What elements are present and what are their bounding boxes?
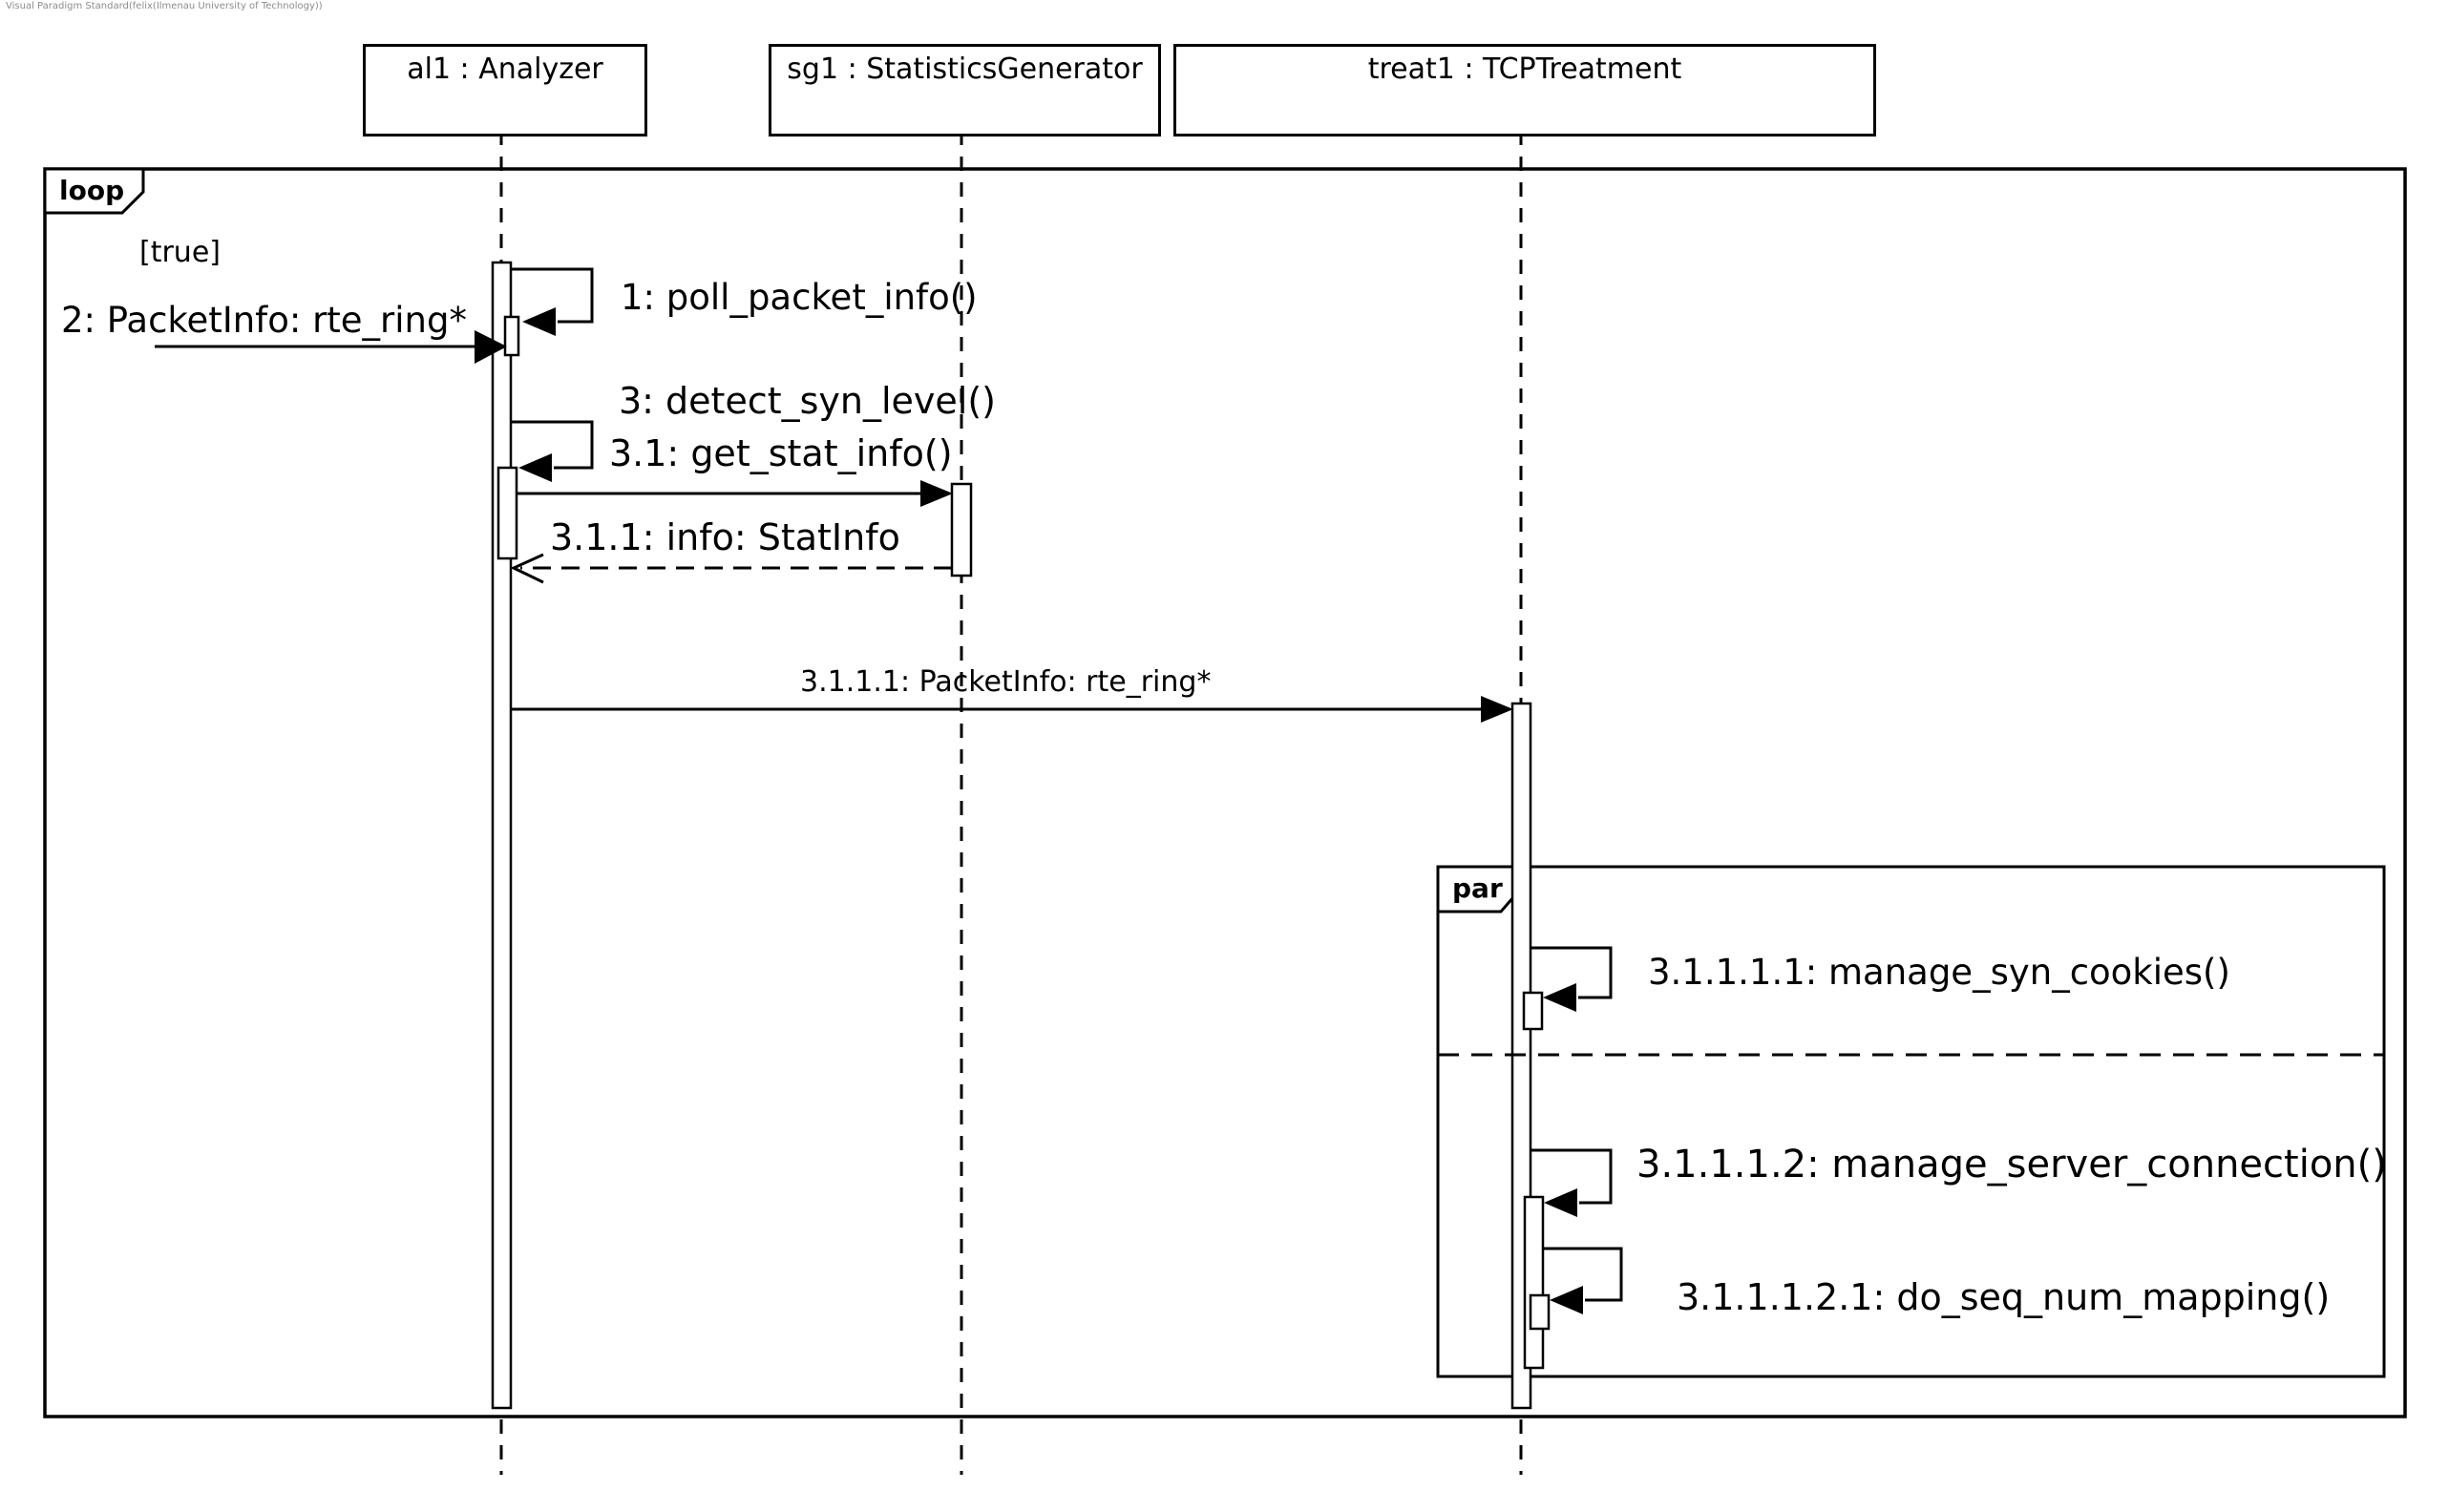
- lifeline-head-sg1: sg1 : StatisticsGenerator: [769, 44, 1161, 136]
- message-label-3-1-1-1: 3.1.1.1: PacketInfo: rte_ring*: [800, 665, 1212, 699]
- message-label-1: 1: poll_packet_info(): [621, 277, 978, 318]
- message-line-3-1-1-1-2-1: [1543, 1247, 1623, 1302]
- message-label-3-1: 3.1: get_stat_info(): [609, 432, 953, 474]
- message-line-3-1-1-1-1: [1531, 946, 1613, 999]
- message-label-3: 3: detect_syn_level(): [619, 380, 997, 422]
- loop-operator-label: loop: [59, 175, 125, 206]
- lifeline-label-treat1: treat1 : TCPTreatment: [1367, 52, 1682, 86]
- activation-treat1-syn-cookies: [1522, 991, 1544, 1031]
- message-line-3: [511, 420, 594, 470]
- message-label-3-1-1-1-1: 3.1.1.1.1: manage_syn_cookies(): [1648, 952, 2230, 993]
- message-arrowhead-3-1: [920, 480, 953, 507]
- par-operator-label: par: [1452, 872, 1503, 904]
- lifeline-head-treat1: treat1 : TCPTreatment: [1173, 44, 1876, 136]
- lifeline-label-al1: al1 : Analyzer: [407, 52, 603, 86]
- message-arrowhead-3-1-1-1-2-1: [1550, 1286, 1583, 1314]
- par-operator-pentagon: [1436, 865, 1522, 914]
- watermark: Visual Paradigm Standard(felix(Ilmenau U…: [6, 1, 323, 11]
- loop-frame: [43, 167, 2407, 1418]
- par-frame: [1436, 865, 2386, 1378]
- activation-treat1-seq-num-mapping: [1529, 1293, 1551, 1331]
- loop-operator-pentagon: [43, 167, 145, 215]
- lifeline-head-al1: al1 : Analyzer: [363, 44, 647, 136]
- message-arrowhead-3: [518, 453, 552, 482]
- message-label-3-1-1-1-2: 3.1.1.1.2: manage_server_connection(): [1636, 1143, 2387, 1186]
- message-arrowhead-2: [475, 330, 507, 364]
- message-label-3-1-1-1-2-1: 3.1.1.1.2.1: do_seq_num_mapping(): [1677, 1276, 2331, 1318]
- message-arrowhead-1: [522, 307, 556, 336]
- message-label-2: 2: PacketInfo: rte_ring*: [61, 300, 467, 341]
- activation-treat1-server-connection: [1523, 1195, 1545, 1370]
- lifeline-label-sg1: sg1 : StatisticsGenerator: [787, 52, 1143, 86]
- activation-al1-nested-1: [503, 315, 520, 357]
- message-line-3-1-1-1-2: [1531, 1148, 1613, 1205]
- message-arrowhead-3-1-1: [510, 553, 544, 584]
- message-line-1: [511, 267, 594, 324]
- activation-sg1: [950, 482, 973, 578]
- activation-al1-main: [491, 261, 513, 1410]
- message-arrowhead-3-1-1-1-1: [1543, 983, 1576, 1012]
- message-arrowhead-3-1-1-1: [1481, 696, 1513, 723]
- message-label-3-1-1: 3.1.1: info: StatInfo: [550, 516, 900, 558]
- activation-al1-nested-2: [496, 466, 518, 560]
- message-arrowhead-3-1-1-1-2: [1544, 1188, 1577, 1217]
- loop-guard: [true]: [139, 236, 221, 269]
